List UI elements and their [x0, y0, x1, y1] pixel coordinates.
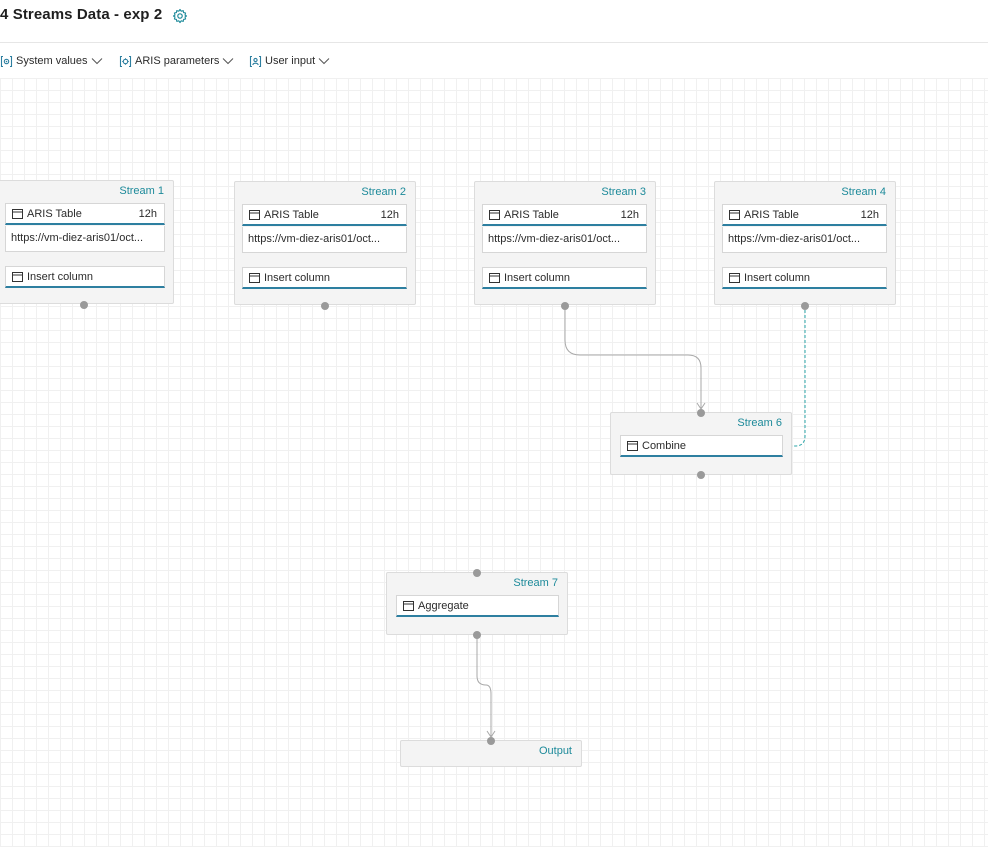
- gear-icon[interactable]: [172, 8, 188, 24]
- insert-column-operation[interactable]: Insert column: [722, 267, 887, 289]
- stream-node-4[interactable]: Stream 4 ARIS Table 12h https://vm-diez-…: [714, 181, 896, 310]
- stream-title: Stream 7: [513, 577, 558, 589]
- table-icon: [729, 272, 740, 283]
- chevron-down-icon: [223, 58, 234, 65]
- chevron-down-icon: [318, 58, 330, 65]
- table-icon: [12, 208, 23, 219]
- stream-node-6[interactable]: Stream 6 Combine: [610, 409, 792, 479]
- output-port[interactable]: [321, 302, 329, 310]
- input-port[interactable]: [487, 737, 495, 745]
- source-label: ARIS Table: [27, 207, 82, 220]
- aris-parameters-menu[interactable]: ARIS parameters: [119, 52, 234, 70]
- stream-title: Stream 3: [601, 186, 646, 198]
- output-port[interactable]: [80, 301, 88, 309]
- stream-node-3[interactable]: Stream 3 ARIS Table 12h https://vm-diez-…: [474, 181, 656, 310]
- table-icon: [489, 209, 500, 220]
- combine-operation[interactable]: Combine: [620, 435, 783, 457]
- source-url: https://vm-diez-aris01/oct...: [722, 227, 887, 253]
- table-icon: [12, 271, 23, 282]
- stream-node-7[interactable]: Stream 7 Aggregate: [386, 569, 568, 639]
- system-values-label: System values: [16, 55, 88, 67]
- stream-node-1[interactable]: Stream 1 ARIS Table 12h https://vm-diez-…: [0, 180, 174, 309]
- source-url: https://vm-diez-aris01/oct...: [5, 226, 165, 252]
- stream-title: Stream 2: [361, 186, 406, 198]
- source-url: https://vm-diez-aris01/oct...: [482, 227, 647, 253]
- output-port[interactable]: [561, 302, 569, 310]
- page-title: 4 Streams Data - exp 2: [0, 6, 163, 23]
- output-port[interactable]: [697, 471, 705, 479]
- aris-table-operation[interactable]: ARIS Table 12h: [482, 204, 647, 226]
- user-input-label: User input: [265, 55, 316, 67]
- user-input-icon: [249, 55, 262, 67]
- source-label: ARIS Table: [504, 208, 559, 221]
- input-port[interactable]: [473, 569, 481, 577]
- stream-title: Stream 4: [841, 186, 886, 198]
- toolbar: System values ARIS parameters User input: [0, 44, 988, 78]
- insert-column-operation[interactable]: Insert column: [482, 267, 647, 289]
- header: 4 Streams Data - exp 2: [0, 0, 988, 43]
- insert-column-operation[interactable]: Insert column: [242, 267, 407, 289]
- aris-parameters-label: ARIS parameters: [135, 55, 220, 67]
- source-label: ARIS Table: [264, 208, 319, 221]
- table-icon: [489, 272, 500, 283]
- source-label: ARIS Table: [744, 208, 799, 221]
- stream-node-2[interactable]: Stream 2 ARIS Table 12h https://vm-diez-…: [234, 181, 416, 310]
- table-icon: [249, 209, 260, 220]
- system-values-icon: [0, 55, 13, 67]
- aris-table-operation[interactable]: ARIS Table 12h: [5, 203, 165, 225]
- input-port[interactable]: [697, 409, 705, 417]
- output-port[interactable]: [801, 302, 809, 310]
- output-title: Output: [538, 745, 572, 757]
- chevron-down-icon: [91, 58, 102, 65]
- aggregate-operation[interactable]: Aggregate: [396, 595, 559, 617]
- stream-title: Stream 6: [737, 417, 782, 429]
- aris-table-operation[interactable]: ARIS Table 12h: [722, 204, 887, 226]
- insert-column-operation[interactable]: Insert column: [5, 266, 165, 288]
- interval-label: 12h: [380, 208, 399, 221]
- interval-label: 12h: [860, 208, 879, 221]
- output-node[interactable]: Output: [400, 737, 582, 767]
- interval-label: 12h: [620, 208, 639, 221]
- aris-table-operation[interactable]: ARIS Table 12h: [242, 204, 407, 226]
- table-icon: [249, 272, 260, 283]
- operation-label: Aggregate: [418, 599, 469, 612]
- stream-title: Stream 1: [119, 185, 164, 197]
- user-input-menu[interactable]: User input: [249, 52, 330, 70]
- table-icon: [403, 600, 414, 611]
- operation-label: Insert column: [27, 270, 94, 283]
- table-icon: [729, 209, 740, 220]
- table-icon: [627, 440, 638, 451]
- source-url: https://vm-diez-aris01/oct...: [242, 227, 407, 253]
- output-port[interactable]: [473, 631, 481, 639]
- aris-parameters-icon: [119, 55, 132, 67]
- operation-label: Insert column: [264, 271, 331, 284]
- system-values-menu[interactable]: System values: [0, 52, 103, 70]
- operation-label: Combine: [642, 439, 687, 452]
- operation-label: Insert column: [504, 271, 571, 284]
- operation-label: Insert column: [744, 271, 811, 284]
- interval-label: 12h: [138, 207, 157, 220]
